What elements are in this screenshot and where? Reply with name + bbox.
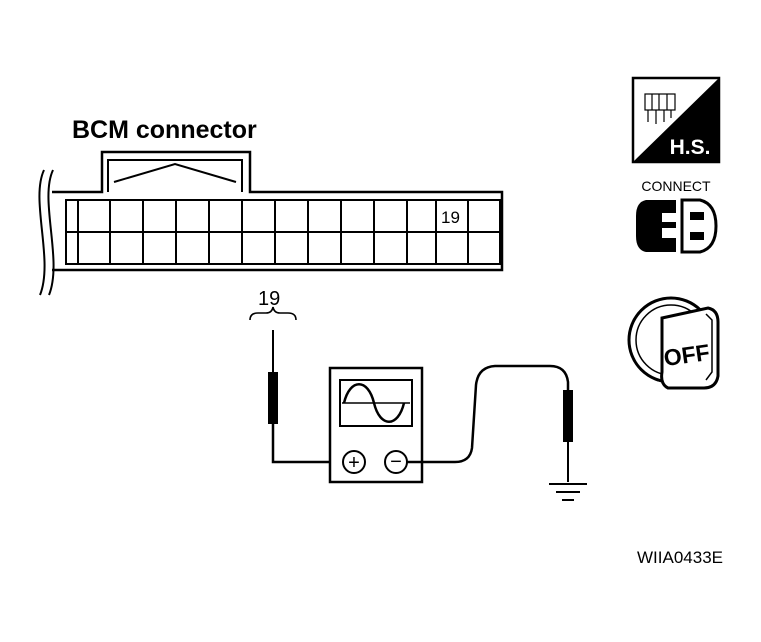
positive-terminal (342, 450, 366, 474)
minus-symbol: − (390, 451, 402, 473)
harness-side-icon: H.S. (631, 76, 721, 164)
sine-wave-icon (342, 383, 406, 423)
positive-probe (268, 330, 340, 464)
harness-side-text: H.S. (670, 136, 711, 159)
terminal-number: 19 (258, 288, 280, 310)
bcm-connector (38, 150, 504, 296)
terminal-bracket (249, 306, 297, 321)
connector-title: BCM connector (72, 116, 257, 144)
break-line (47, 169, 55, 296)
break-line (38, 169, 46, 296)
ignition-off-icon: OFF (627, 296, 720, 390)
ground-icon (549, 483, 587, 501)
plus-symbol: + (348, 452, 360, 474)
connect-label: CONNECT (641, 178, 711, 194)
off-text: OFF (662, 339, 711, 371)
pin-19-label: 19 (441, 208, 460, 227)
connect-icon (636, 198, 718, 254)
negative-probe (407, 364, 573, 482)
figure-code: WIIA0433E (637, 548, 723, 567)
oscilloscope: + − (328, 366, 424, 484)
